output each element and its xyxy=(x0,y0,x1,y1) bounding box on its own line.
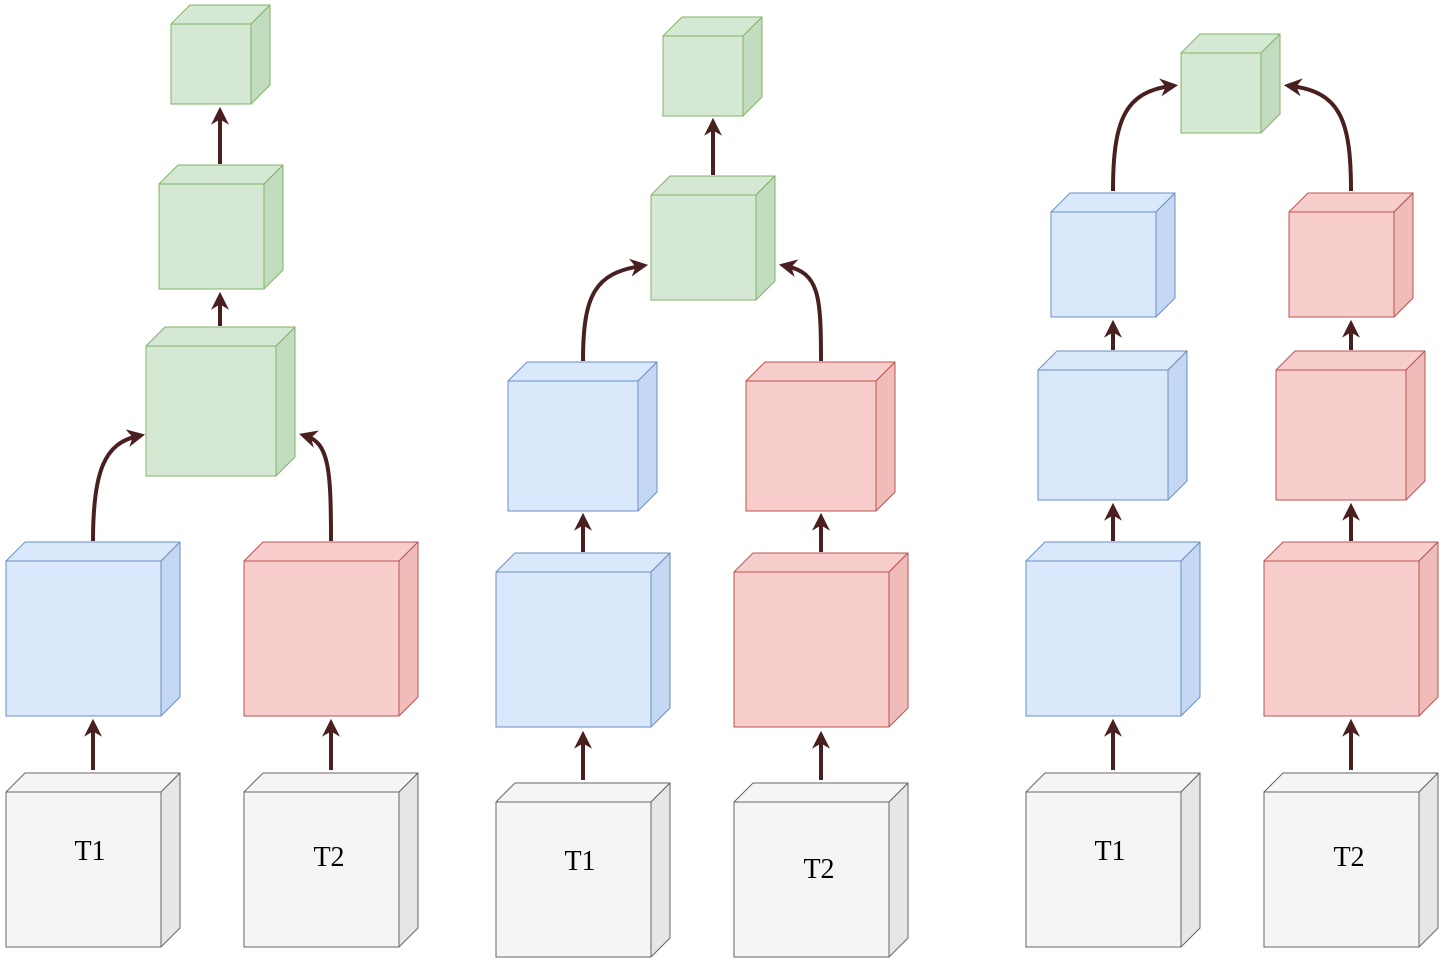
p2-blue-encoder-1-cube xyxy=(495,552,671,728)
p1-red-encoder-cube xyxy=(243,541,419,717)
p1-arrow-blue-to-fusion xyxy=(91,429,146,542)
p2-arrow-blue-to-fusion xyxy=(581,258,649,362)
p3-output-cube xyxy=(1180,33,1281,134)
p3-input-t2-label: T2 xyxy=(1333,842,1364,873)
p2-fusion-cube xyxy=(650,175,776,301)
p3-red-encoder-2-cube xyxy=(1275,350,1426,501)
p3-arrow-red3-to-output xyxy=(1283,78,1353,192)
p1-input-t1-label: T1 xyxy=(74,836,105,867)
p2-input-t1-label: T1 xyxy=(564,846,595,877)
p3-input-t1-label: T1 xyxy=(1094,836,1125,867)
p2-red-encoder-2-cube xyxy=(745,361,896,512)
p2-input-t2-cube xyxy=(733,782,909,958)
p1-input-t2-label: T2 xyxy=(313,842,344,873)
p1-blue-encoder-cube xyxy=(5,541,181,717)
p2-input-t1-cube xyxy=(495,782,671,958)
p1-fusion-large-cube xyxy=(145,326,296,477)
p3-input-t2-cube xyxy=(1263,772,1439,948)
p1-fusion-medium-cube xyxy=(158,164,284,290)
p1-input-t2-cube xyxy=(243,772,419,948)
p2-output-cube xyxy=(662,16,763,117)
p3-blue-encoder-2-cube xyxy=(1037,350,1188,501)
p2-blue-encoder-2-cube xyxy=(507,361,658,512)
p2-arrow-red-to-fusion xyxy=(778,259,823,362)
p1-arrow-red-to-fusion xyxy=(299,430,333,542)
p1-output-cube xyxy=(170,4,271,105)
p2-red-encoder-1-cube xyxy=(733,552,909,728)
p1-input-t1-cube xyxy=(5,772,181,948)
p2-input-t2-label: T2 xyxy=(803,854,834,885)
p3-red-encoder-3-cube xyxy=(1288,192,1414,318)
p3-red-encoder-1-cube xyxy=(1263,541,1439,717)
p3-arrow-blue3-to-output xyxy=(1111,78,1179,192)
p3-blue-encoder-3-cube xyxy=(1050,192,1176,318)
p3-input-t1-cube xyxy=(1025,772,1201,948)
p3-blue-encoder-1-cube xyxy=(1025,541,1201,717)
